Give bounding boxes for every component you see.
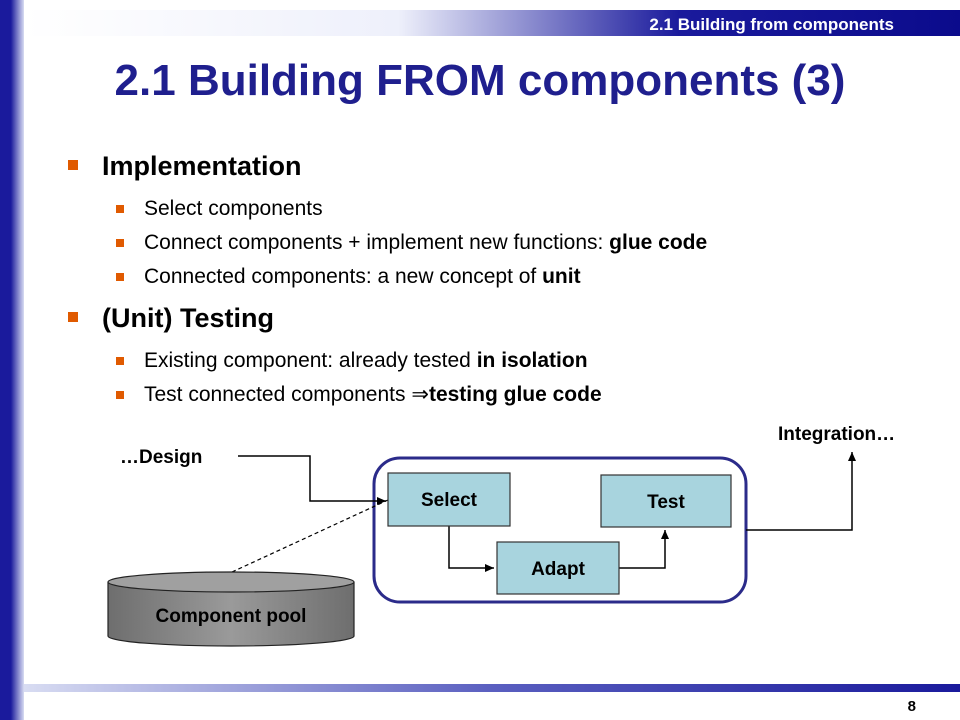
left-frame-bar (0, 0, 24, 720)
bullet-testing: (Unit) Testing (66, 300, 946, 336)
adapt-box (496, 541, 620, 595)
adapt-to-test-arrow (619, 530, 669, 569)
bullet-square-icon (116, 205, 124, 213)
sub-bullet: Test connected components ⇒testing glue … (66, 378, 946, 412)
select-to-adapt-arrow (448, 526, 494, 572)
slide-title: 2.1 Building FROM components (3) (114, 56, 846, 105)
adapt-box-label: Adapt (531, 559, 586, 580)
section-header: 2.1 Building from components (649, 15, 894, 34)
bullet-square-icon (116, 239, 124, 247)
sub-bullet: Select components (66, 192, 946, 226)
bullet-label: (Unit) Testing (102, 303, 274, 333)
component-pool-cylinder (107, 571, 355, 647)
sub-bullet-text: Existing component: already tested (144, 349, 477, 372)
select-box (387, 472, 511, 527)
test-box (600, 474, 732, 528)
sub-bullet: Existing component: already tested in is… (66, 344, 946, 378)
sub-bullet-bold: unit (542, 265, 581, 288)
sub-bullet-text: Test connected components (144, 383, 412, 406)
sub-bullet-text: Connect components + implement new funct… (144, 231, 610, 254)
sub-bullet-text: Connected components: a new concept of (144, 265, 543, 288)
bullet-square-icon (116, 273, 124, 281)
implies-arrow-icon: ⇒ (411, 383, 429, 406)
integration-arrow (746, 452, 856, 531)
bullet-square-icon (116, 357, 124, 365)
page-number: 8 (907, 698, 916, 715)
sub-bullet-text: Select components (144, 197, 323, 220)
sub-bullet: Connected components: a new concept of u… (66, 260, 946, 294)
sub-bullet-bold: in isolation (476, 349, 588, 372)
bullet-list: Implementation Select components Connect… (66, 148, 946, 412)
bullet-square-icon (68, 160, 78, 170)
sub-bullet-bold: testing glue code (428, 383, 602, 406)
integration-label: Integration… (778, 424, 895, 445)
select-box-label: Select (421, 490, 478, 511)
bullet-implementation: Implementation (66, 148, 946, 184)
bottom-frame-bar (24, 684, 960, 692)
sub-bullet-bold: glue code (609, 231, 708, 254)
pool-dashed-link (231, 499, 389, 573)
bullet-label: Implementation (102, 151, 302, 181)
bullet-square-icon (116, 391, 124, 399)
sub-bullet: Connect components + implement new funct… (66, 226, 946, 260)
component-pool-label: Component pool (156, 606, 307, 627)
design-label: …Design (120, 447, 202, 468)
test-box-label: Test (647, 492, 685, 513)
design-arrow (238, 455, 386, 505)
top-frame-bar (24, 10, 960, 36)
bullet-square-icon (68, 312, 78, 322)
